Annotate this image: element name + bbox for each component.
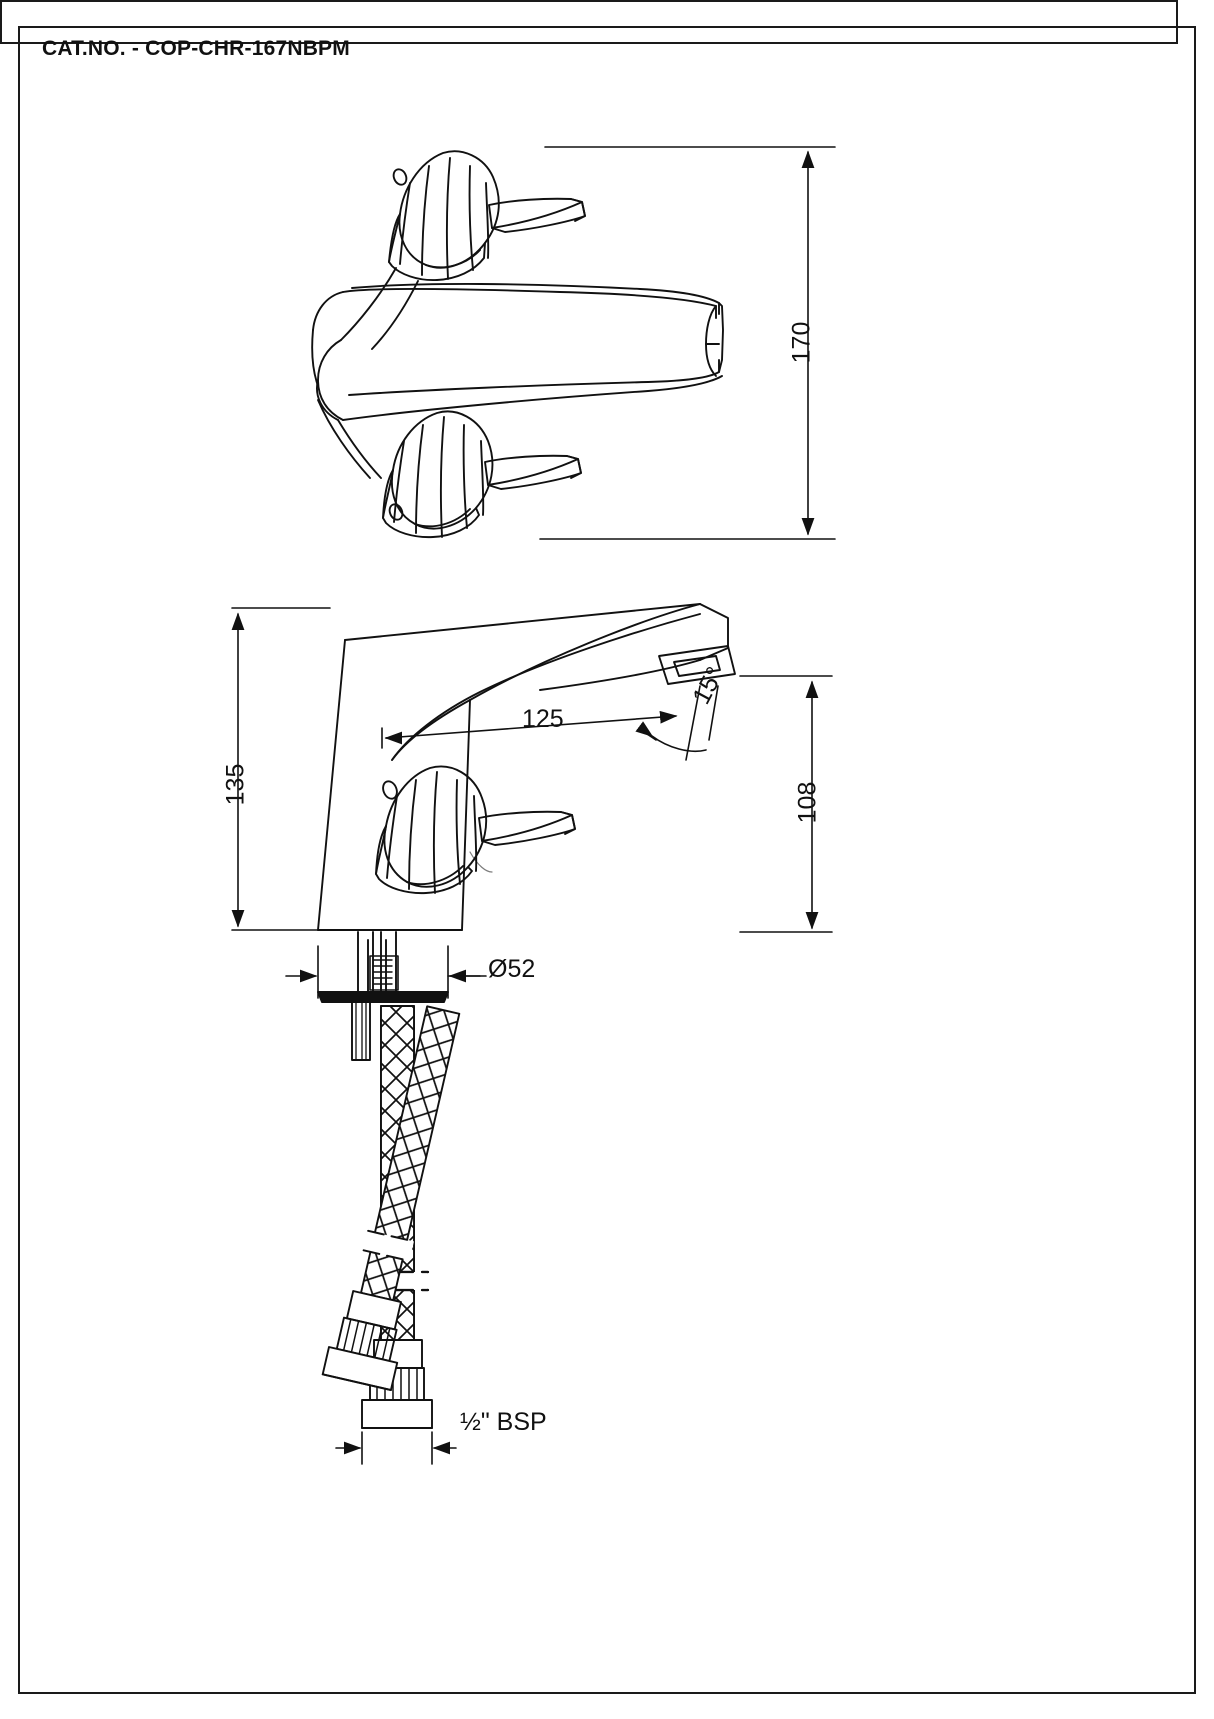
dimension-label-108: 108 (793, 781, 822, 824)
drawing-border (18, 26, 1196, 1694)
title-block (0, 0, 1178, 44)
dimension-label-125: 125 (522, 705, 564, 733)
dimension-label-bsp: ½" BSP (460, 1408, 547, 1436)
dimension-label-170: 170 (787, 321, 816, 364)
catalogue-number: CAT.NO. - COP-CHR-167NBPM (42, 37, 350, 60)
dimension-label-d52: Ø52 (488, 955, 536, 983)
dimension-label-135: 135 (221, 763, 250, 806)
